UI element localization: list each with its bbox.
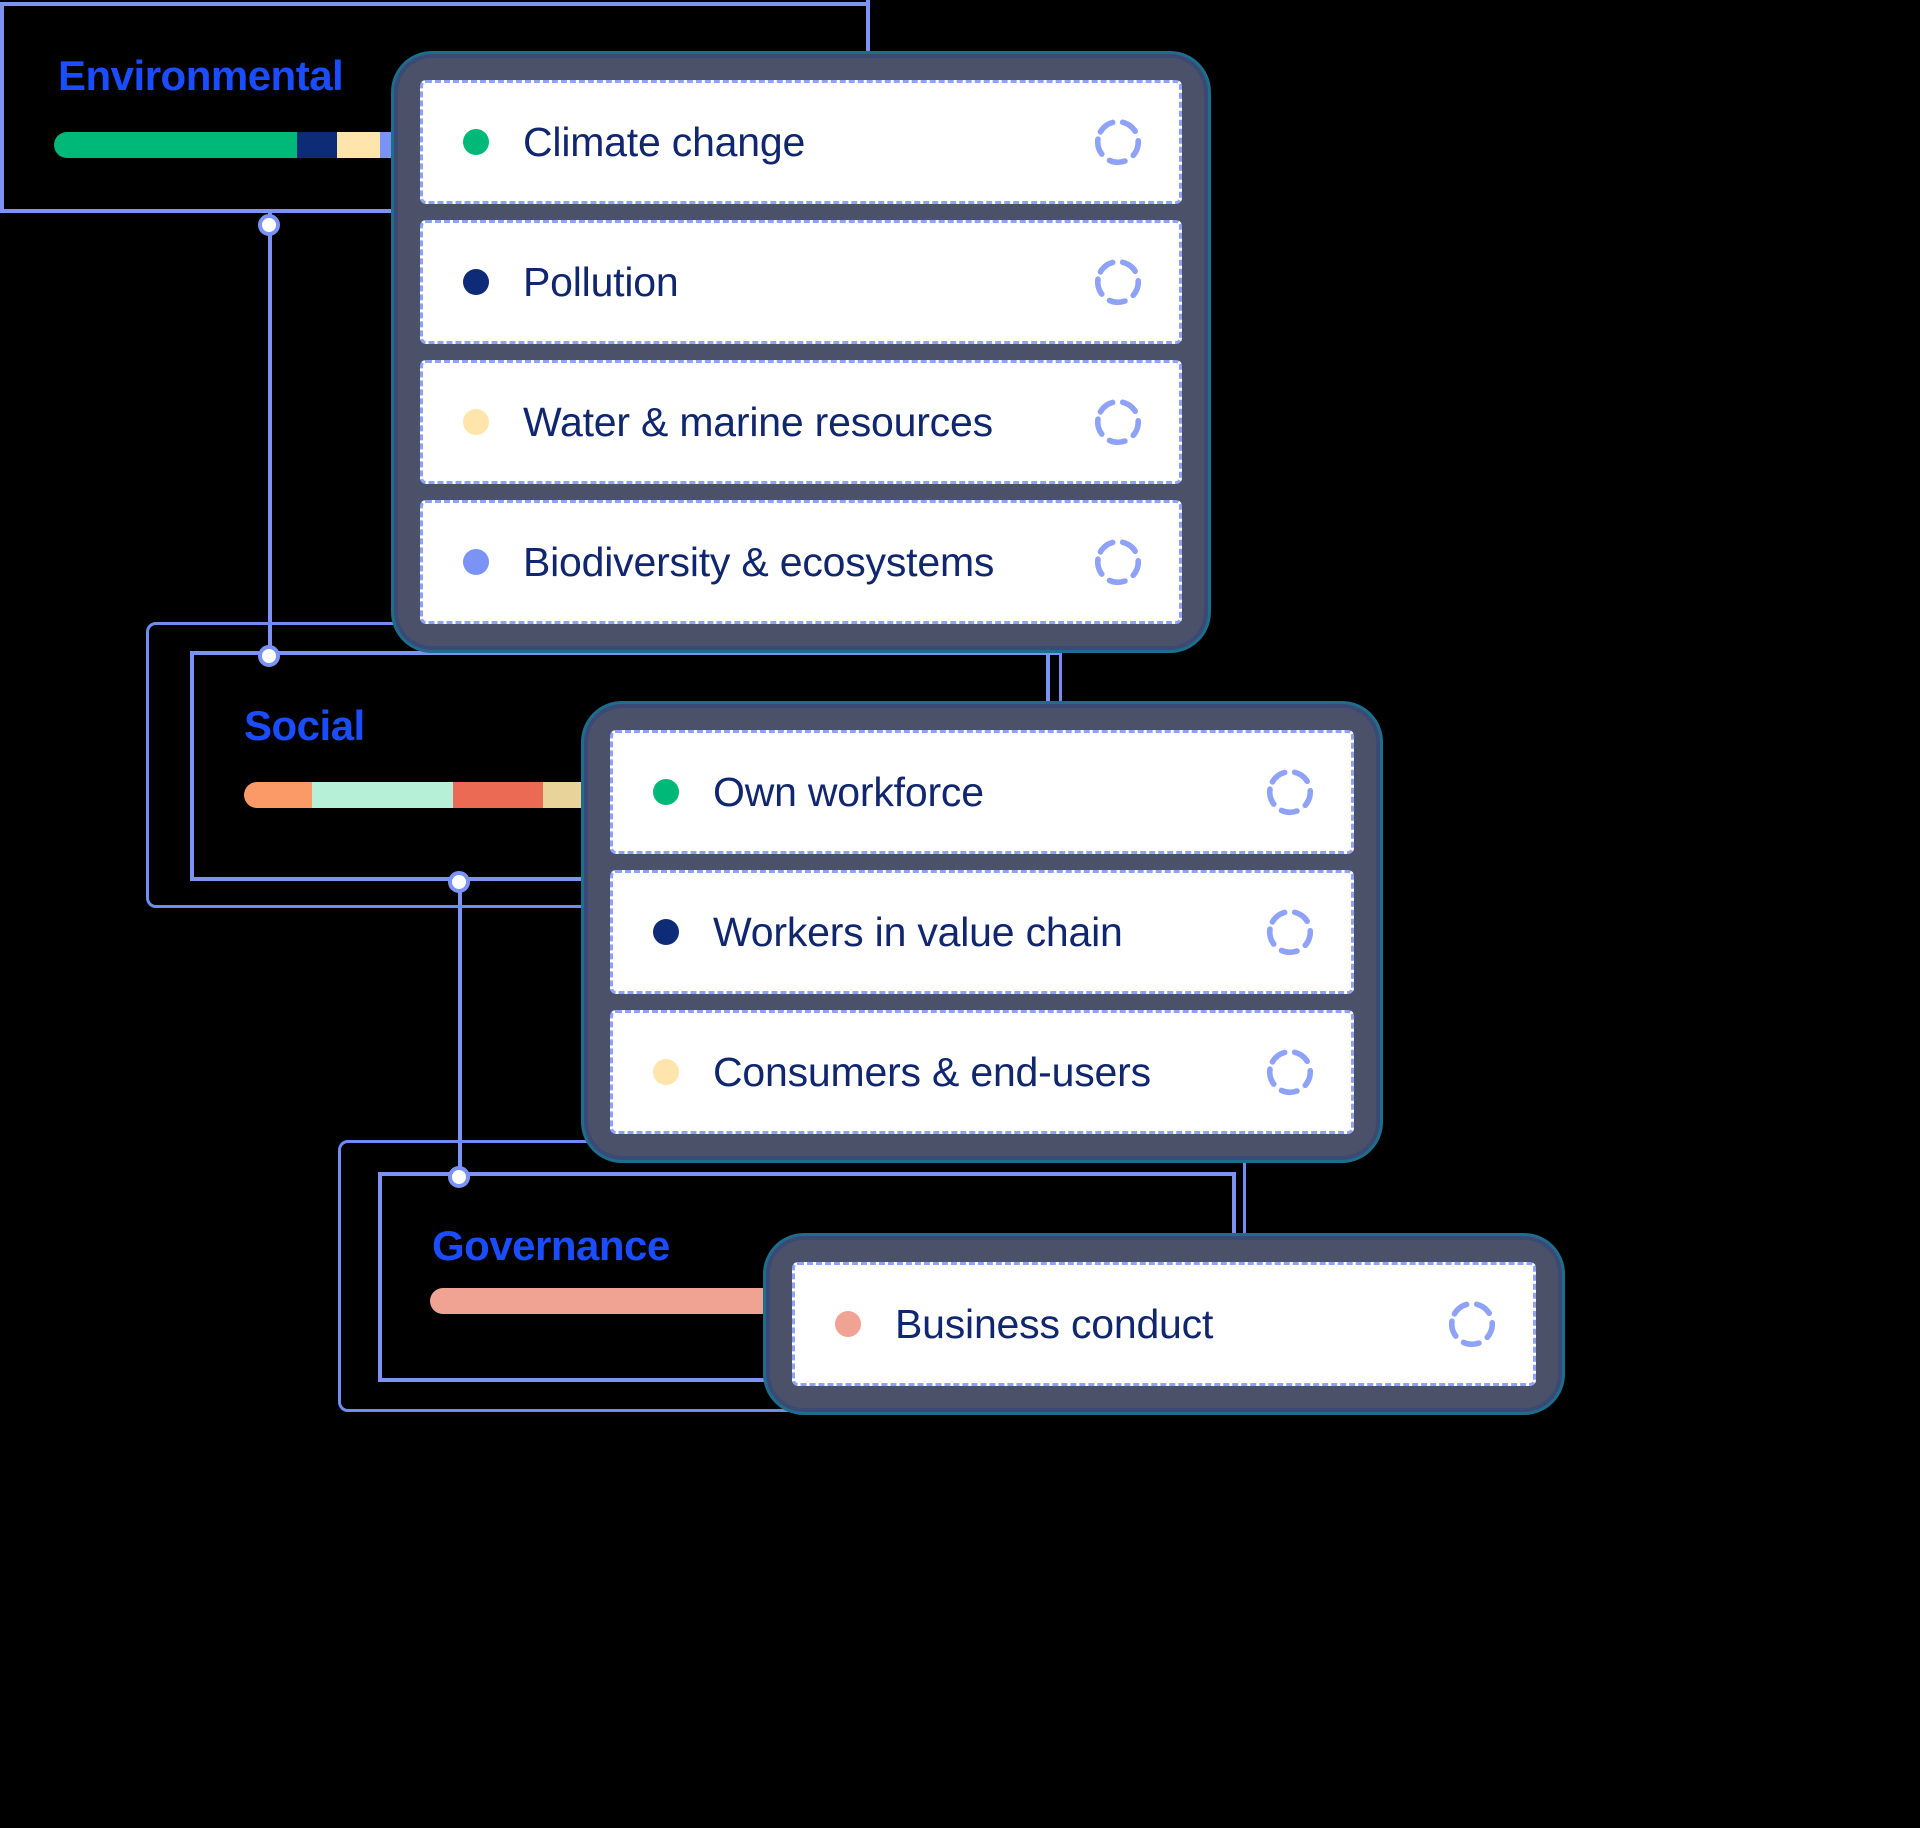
progress-dashed-circle-icon[interactable] [1263,765,1317,819]
bar-segment-business-conduct [430,1288,790,1314]
topic-bullet-icon [463,409,489,435]
connector-env-branch [0,209,420,213]
category-label-social: Social [244,702,365,749]
connector-social-branch [190,877,610,881]
connector-gov-top [378,1172,1236,1176]
progress-dashed-circle-icon[interactable] [1091,115,1145,169]
connector-top-vertical [866,0,870,76]
connector-gov-left [378,1172,382,1382]
progress-dashed-circle-icon[interactable] [1263,1045,1317,1099]
segment-bar-social [244,782,604,808]
connector-env-to-social [268,209,272,654]
topic-label: Water & marine resources [523,398,993,445]
topic-bullet-icon [653,919,679,945]
progress-dashed-circle-icon[interactable] [1263,1045,1317,1099]
progress-dashed-circle-icon[interactable] [1263,905,1317,959]
progress-dashed-circle-icon[interactable] [1091,255,1145,309]
topic-bullet-icon [653,1059,679,1085]
topic-bullet-icon [463,269,489,295]
segment-bar-environmental [54,132,412,158]
topic-label: Pollution [523,258,679,305]
connector-gov-right [1232,1172,1236,1262]
bar-segment-water-marine-resources [336,132,380,158]
bar-segment-segment-3 [452,782,543,808]
connector-node-governance [448,1166,470,1188]
progress-dashed-circle-icon[interactable] [1263,905,1317,959]
bar-segment-pollution [297,132,337,158]
bar-segment-segment-2 [312,782,453,808]
progress-dashed-circle-icon[interactable] [1445,1297,1499,1351]
topic-label: Biodiversity & ecosystems [523,538,995,585]
topic-label: Workers in value chain [713,908,1123,955]
connector-node-social-branch [448,871,470,893]
connector-env-left-vertical [0,2,4,212]
connector-top-horizontal [0,2,870,6]
progress-dashed-circle-icon[interactable] [1445,1297,1499,1351]
connector-node-environmental [258,214,280,236]
topic-row[interactable]: Biodiversity & ecosystems [420,500,1182,624]
connector-social-right [1046,651,1050,736]
progress-dashed-circle-icon[interactable] [1091,255,1145,309]
progress-dashed-circle-icon[interactable] [1091,535,1145,589]
connector-social-left [190,651,194,881]
topic-bullet-icon [835,1311,861,1337]
category-label-governance: Governance [432,1222,670,1269]
topic-bullet-icon [653,779,679,805]
topic-row[interactable]: Business conduct [792,1262,1536,1386]
progress-dashed-circle-icon[interactable] [1263,765,1317,819]
topic-row[interactable]: Climate change [420,80,1182,204]
topic-row[interactable]: Consumers & end-users [610,1010,1354,1134]
progress-dashed-circle-icon[interactable] [1091,535,1145,589]
progress-dashed-circle-icon[interactable] [1091,115,1145,169]
panel-governance: Business conduct [770,1240,1558,1408]
connector-node-social [258,645,280,667]
topic-row[interactable]: Own workforce [610,730,1354,854]
topic-label: Climate change [523,118,806,165]
progress-dashed-circle-icon[interactable] [1091,395,1145,449]
segment-bar-governance [430,1288,790,1314]
progress-dashed-circle-icon[interactable] [1091,395,1145,449]
connector-social-top [190,651,1060,655]
topic-bullet-icon [463,549,489,575]
category-label-environmental: Environmental [58,52,344,99]
connector-social-to-gov [458,877,462,1175]
topic-bullet-icon [463,129,489,155]
topic-row[interactable]: Pollution [420,220,1182,344]
bar-segment-climate-change [54,132,298,158]
topic-label: Own workforce [713,768,984,815]
topic-row[interactable]: Workers in value chain [610,870,1354,994]
topic-label: Business conduct [895,1300,1214,1347]
topic-row[interactable]: Water & marine resources [420,360,1182,484]
bar-segment-segment-1 [244,782,313,808]
topic-label: Consumers & end-users [713,1048,1151,1095]
